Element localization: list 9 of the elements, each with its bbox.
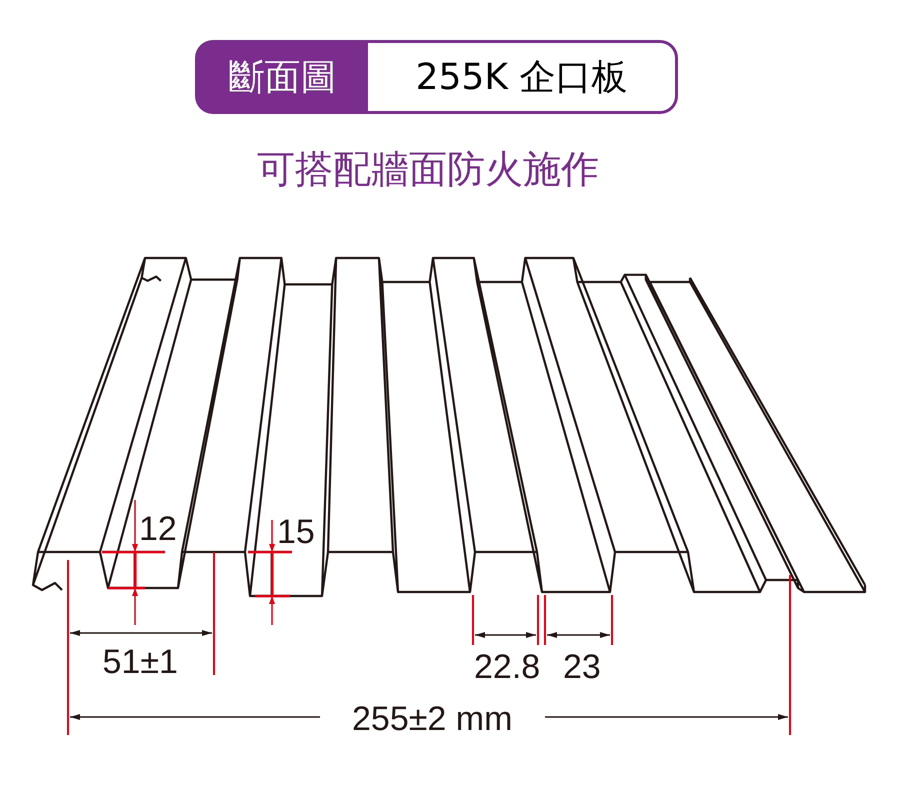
header-tab: 斷面圖 [195,40,370,114]
header-box: 255K 企口板 [368,40,678,114]
dimension-label: 23 [563,650,601,684]
dimension-label: 255±2 mm [352,702,512,736]
dimension-label: 51±1 [102,645,178,679]
dimension-label: 12 [139,512,177,546]
dimension-label: 15 [277,515,315,549]
dimension-label: 22.8 [474,650,540,684]
subtitle: 可搭配牆面防火施作 [257,150,599,188]
